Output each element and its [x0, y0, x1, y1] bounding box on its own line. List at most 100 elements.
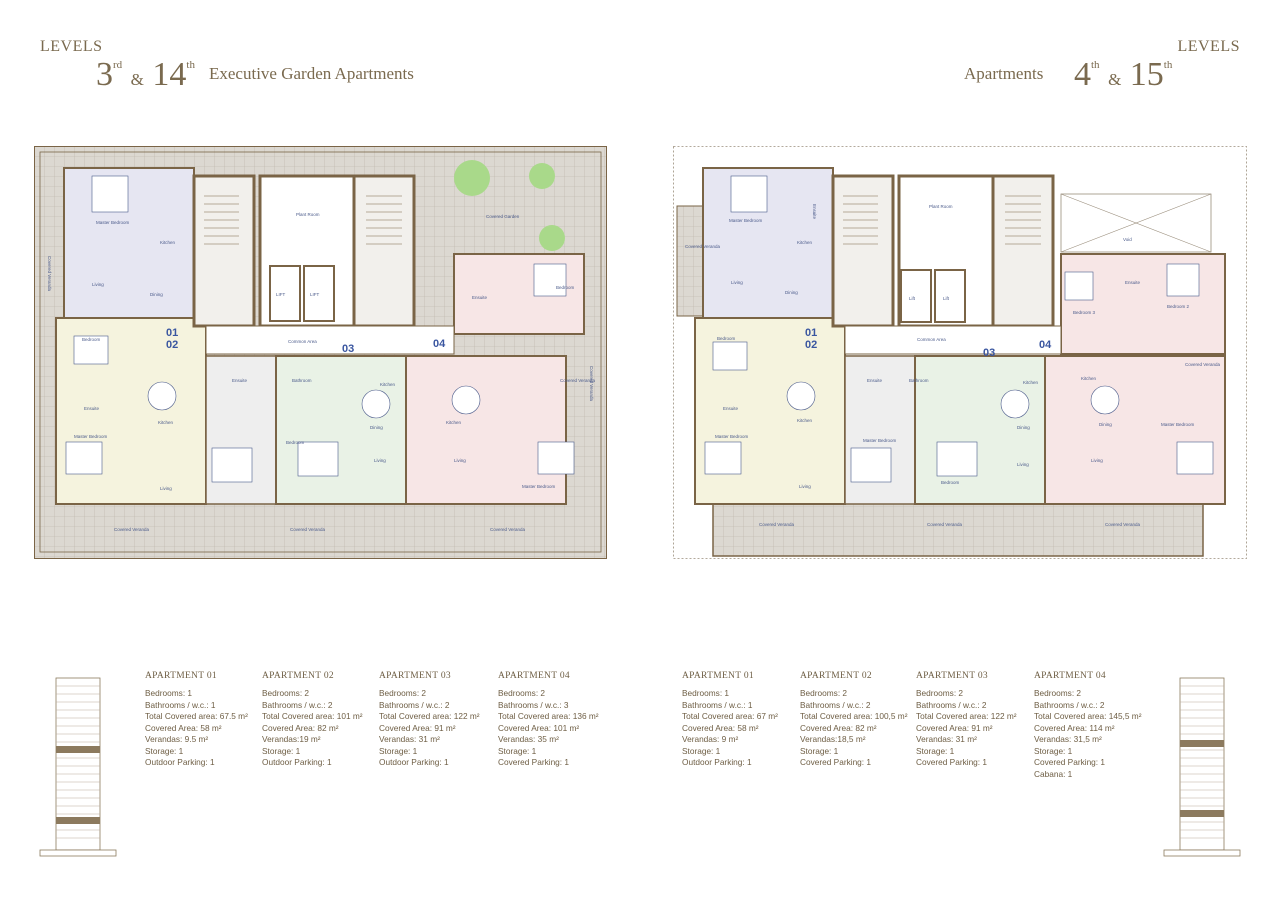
- svg-text:Dining: Dining: [1017, 425, 1030, 430]
- svg-text:Covered Veranda: Covered Veranda: [47, 256, 52, 292]
- left-plan-apartment-numbers: 01 02 03 04: [166, 327, 446, 355]
- left-apartment-02-spec: APARTMENT 02 Bedrooms: 2 Bathrooms / w.c…: [262, 671, 380, 769]
- spec-line: Storage: 1: [262, 745, 301, 756]
- svg-text:03: 03: [983, 347, 995, 359]
- svg-text:Living: Living: [454, 458, 466, 463]
- svg-text:Living: Living: [92, 282, 104, 287]
- svg-text:Kitchen: Kitchen: [1023, 380, 1039, 385]
- spec-line: Bathrooms / w.c.: 2: [379, 699, 450, 710]
- spec-line: Covered Parking: 1: [498, 757, 570, 767]
- svg-text:Ensuite: Ensuite: [472, 295, 488, 300]
- svg-text:Bedroom: Bedroom: [717, 336, 736, 341]
- left-level-b: 14: [152, 56, 187, 93]
- spec-line: Total Covered area: 100,5 m²: [800, 711, 908, 721]
- svg-text:LIFT: LIFT: [276, 292, 286, 297]
- svg-text:Living: Living: [799, 484, 811, 489]
- spec-line: Bathrooms / w.c.: 2: [262, 699, 333, 710]
- svg-text:Bedroom: Bedroom: [82, 337, 101, 342]
- spec-line: Storage: 1: [498, 745, 537, 756]
- spec-line: Covered Area: 82 m²: [800, 722, 877, 733]
- right-tower-diagram: [1163, 677, 1241, 857]
- spec-line: Bedrooms: 2: [800, 688, 848, 698]
- spec-line: Bedrooms: 2: [1034, 688, 1082, 698]
- svg-text:Dining: Dining: [785, 290, 798, 295]
- svg-text:02: 02: [166, 339, 178, 351]
- svg-text:Master Bedroom: Master Bedroom: [863, 438, 897, 443]
- spec-line: Verandas: 9 m²: [682, 734, 739, 744]
- right-level-a-sup: th: [1091, 59, 1100, 71]
- spec-line: Total Covered area: 67 m²: [682, 711, 778, 721]
- svg-text:Common Area: Common Area: [917, 337, 946, 342]
- spec-line: Verandas:19 m²: [262, 734, 321, 744]
- svg-text:Lift: Lift: [909, 296, 916, 301]
- svg-text:Kitchen: Kitchen: [1081, 376, 1097, 381]
- svg-text:Covered Veranda: Covered Veranda: [685, 244, 721, 249]
- spec-title: APARTMENT 01: [682, 671, 754, 681]
- spec-line: Outdoor Parking: 1: [262, 757, 332, 767]
- spec-line: Total Covered area: 122 m²: [379, 711, 480, 721]
- svg-text:Master Bedroom: Master Bedroom: [729, 218, 763, 223]
- spec-line: Covered Area: 101 m²: [498, 722, 580, 733]
- svg-text:04: 04: [433, 338, 446, 350]
- spec-title: APARTMENT 03: [379, 671, 451, 681]
- svg-text:LIFT: LIFT: [310, 292, 320, 297]
- svg-text:Bathroom: Bathroom: [292, 378, 312, 383]
- svg-text:Living: Living: [1091, 458, 1103, 463]
- spec-line: Bedrooms: 1: [682, 688, 730, 698]
- spec-line: Covered Parking: 1: [800, 757, 872, 767]
- svg-text:Dining: Dining: [370, 425, 383, 430]
- svg-text:Covered Veranda: Covered Veranda: [1105, 522, 1141, 527]
- spec-line: Total Covered area: 145,5 m²: [1034, 711, 1142, 721]
- spec-line: Verandas: 31 m²: [379, 734, 440, 744]
- right-levels-label: LEVELS: [1177, 38, 1240, 55]
- svg-text:Covered Garden: Covered Garden: [486, 214, 520, 219]
- spec-line: Covered Area: 58 m²: [145, 722, 222, 733]
- right-floor-plan: Master Bedroom Ensuite Kitchen Covered V…: [673, 146, 1247, 559]
- svg-text:Kitchen: Kitchen: [158, 420, 174, 425]
- spec-line: Storage: 1: [916, 745, 955, 756]
- left-apartment-03-spec: APARTMENT 03 Bedrooms: 2 Bathrooms / w.c…: [379, 671, 497, 769]
- spec-line: Bathrooms / w.c.: 1: [682, 699, 753, 710]
- svg-text:Covered Veranda: Covered Veranda: [589, 366, 594, 402]
- spec-line: Verandas: 35 m²: [498, 734, 559, 744]
- svg-text:04: 04: [1039, 339, 1052, 351]
- spec-title: APARTMENT 03: [916, 671, 988, 681]
- right-apartment-03-spec: APARTMENT 03 Bedrooms: 2 Bathrooms / w.c…: [916, 671, 1034, 769]
- spec-line: Cabana: 1: [1034, 768, 1073, 779]
- spec-line: Bathrooms / w.c.: 2: [1034, 699, 1105, 710]
- svg-text:Bedroom: Bedroom: [286, 440, 305, 445]
- spec-title: APARTMENT 04: [498, 671, 570, 681]
- svg-text:Covered Veranda: Covered Veranda: [1185, 362, 1221, 367]
- spec-line: Verandas: 31,5 m²: [1034, 734, 1102, 744]
- right-level-numbers: 4th & 15th: [1074, 58, 1172, 92]
- svg-text:01: 01: [166, 327, 178, 339]
- left-level-b-sup: th: [186, 59, 195, 71]
- svg-text:Bedroom 2: Bedroom 2: [1167, 304, 1190, 309]
- svg-text:Kitchen: Kitchen: [380, 382, 396, 387]
- svg-text:Covered Veranda: Covered Veranda: [114, 527, 150, 532]
- svg-text:Plant Room: Plant Room: [929, 204, 953, 209]
- left-levels-label: LEVELS: [40, 38, 103, 55]
- spec-line: Storage: 1: [1034, 745, 1073, 756]
- svg-text:Ensuite: Ensuite: [232, 378, 248, 383]
- left-plan-room-labels: Master Bedroom Kitchen Living Dining Pla…: [47, 212, 596, 532]
- spec-line: Bathrooms / w.c.: 2: [800, 699, 871, 710]
- spec-line: Covered Parking: 1: [916, 757, 988, 767]
- svg-text:Dining: Dining: [150, 292, 163, 297]
- svg-text:Lift: Lift: [943, 296, 950, 301]
- svg-text:03: 03: [342, 343, 354, 355]
- spec-line: Total Covered area: 101 m²: [262, 711, 363, 721]
- svg-text:Covered Veranda: Covered Veranda: [290, 527, 326, 532]
- spec-line: Total Covered area: 136 m²: [498, 711, 599, 721]
- left-apartment-04-spec: APARTMENT 04 Bedrooms: 2 Bathrooms / w.c…: [498, 671, 616, 769]
- spec-line: Bathrooms / w.c.: 2: [916, 699, 987, 710]
- spec-line: Bedrooms: 2: [498, 688, 546, 698]
- spec-line: Bathrooms / w.c.: 1: [145, 699, 216, 710]
- svg-text:Common Area: Common Area: [288, 339, 317, 344]
- spec-title: APARTMENT 02: [262, 671, 334, 681]
- spec-line: Covered Area: 114 m²: [1034, 722, 1115, 733]
- spec-line: Covered Parking: 1: [1034, 757, 1106, 767]
- left-tower-diagram: [39, 677, 117, 857]
- spec-line: Outdoor Parking: 1: [379, 757, 449, 767]
- spec-line: Verandas: 9.5 m²: [145, 734, 209, 744]
